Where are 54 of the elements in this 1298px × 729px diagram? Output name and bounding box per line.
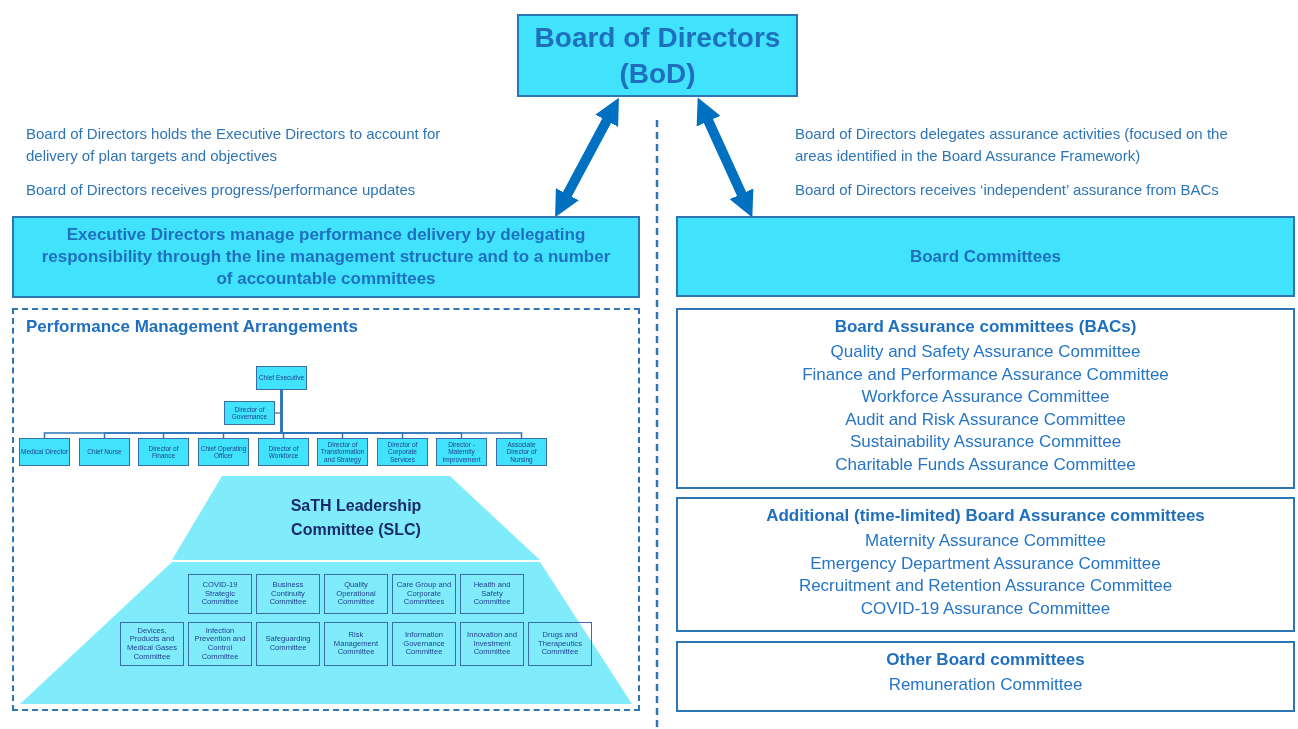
org-chart-box	[256, 366, 307, 390]
executive-text: Executive Directors manage performance delivery by delegating responsibility through the line management structure and to a number of accountable committees	[40, 224, 612, 290]
board-box	[517, 14, 798, 97]
board-title: Board of Directors (BoD)	[533, 20, 782, 91]
org-chart-box	[19, 438, 70, 466]
pyramid-top	[172, 476, 540, 560]
committee-name: Charitable Funds Assurance Committee	[835, 453, 1136, 476]
committee-name: Remuneration Committee	[888, 674, 1083, 696]
org-chart-box	[198, 438, 249, 466]
note-text: Board of Directors holds the Executive Directors to account for delivery of plan targets and objectives	[26, 124, 442, 166]
committee-box	[188, 574, 252, 614]
committee-name: Maternity Assurance Committee	[865, 530, 1106, 552]
dashed-panel	[12, 308, 640, 711]
org-chart-box	[258, 438, 309, 466]
committee-box	[324, 574, 388, 614]
committee-box	[528, 622, 592, 666]
committee-list-box	[676, 308, 1295, 489]
board-committees-box	[676, 216, 1295, 297]
panel-heading: Board Committees	[909, 245, 1062, 268]
org-chart-box	[224, 401, 275, 425]
committee-box	[256, 574, 320, 614]
committee-box	[460, 574, 524, 614]
org-chart-box	[377, 438, 428, 466]
org-chart-box	[496, 438, 547, 466]
committee-box	[392, 574, 456, 614]
panel-heading: Performance Management Arrangements	[26, 316, 358, 338]
org-chart-box	[436, 438, 487, 466]
committee-box	[324, 622, 388, 666]
executive-box	[12, 216, 640, 298]
org-chart-box	[138, 438, 189, 466]
list-heading: Additional (time-limited) Board Assurance committees	[766, 505, 1205, 527]
double-arrow	[696, 97, 754, 218]
committee-list-box	[676, 641, 1295, 712]
pyramid-base	[20, 562, 632, 704]
committee-name: Finance and Performance Assurance Committee	[802, 363, 1169, 386]
note-text: Board of Directors delegates assurance activities (focused on the areas identified in the Board Assurance Framework)	[795, 124, 1229, 166]
committee-box	[392, 622, 456, 666]
committee-name: Recruitment and Retention Assurance Committee	[798, 575, 1173, 597]
committee-name: COVID-19 Assurance Committee	[860, 597, 1111, 620]
committee-name: Audit and Risk Assurance Committee	[845, 408, 1126, 431]
double-arrow	[555, 97, 619, 218]
note-text: Board of Directors receives progress/performance updates	[26, 180, 417, 200]
committee-name: Sustainability Assurance Committee	[849, 431, 1122, 453]
note-text: Board of Directors receives ‘independent’ assurance from BACs	[795, 180, 1220, 200]
list-heading: Other Board committees	[886, 649, 1085, 671]
committee-box	[256, 622, 320, 666]
committee-name: Quality and Safety Assurance Committee	[830, 341, 1141, 363]
committee-name: Emergency Department Assurance Committee	[810, 552, 1161, 575]
committee-box	[460, 622, 524, 666]
list-heading: Board Assurance committees (BACs)	[834, 316, 1137, 338]
org-chart-box	[79, 438, 130, 466]
committee-name: Workforce Assurance Committee	[861, 386, 1110, 408]
pyramid-label: SaTH Leadership Committee (SLC)	[289, 496, 423, 540]
committee-list-box	[676, 497, 1295, 632]
